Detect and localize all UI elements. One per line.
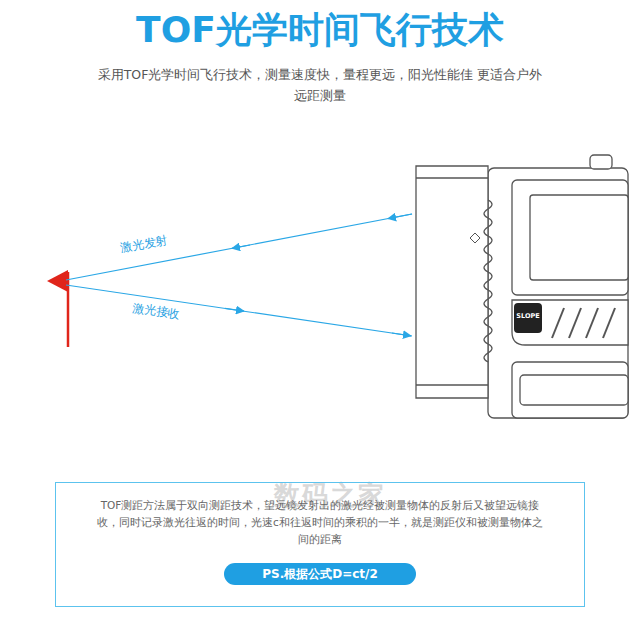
note-box: TOF测距方法属于双向测距技术，望远镜发射出的激光经被测量物体的反射后又被望远镜… [55, 482, 585, 607]
title: TOF光学时间飞行技术 [0, 6, 640, 54]
ridge [552, 308, 564, 338]
node-text: TOF测距方法属于双向测距技术，望远镜发射出的激光经被测量物体的反射后又被望远镜… [96, 497, 544, 548]
formula-pill: PS.根据公式D=ct/2 [224, 563, 416, 585]
label: SLOPE [514, 312, 542, 320]
label: 激光发射 [117, 232, 171, 258]
label: 采用TOF光学时间飞行技术，测量速度快，量程更远，阳光性能佳 更适合户外远距测量 [95, 64, 545, 106]
node-text: PS.根据公式D=ct/2 [230, 566, 410, 582]
rangefinder [416, 155, 628, 418]
ridge [569, 308, 581, 338]
target-flag [47, 270, 68, 347]
ridge [603, 308, 615, 338]
laser-receive [66, 285, 412, 336]
badge [514, 303, 542, 333]
ridge [586, 308, 598, 338]
label: 激光接收 [129, 299, 183, 323]
laser-emit [66, 214, 412, 280]
